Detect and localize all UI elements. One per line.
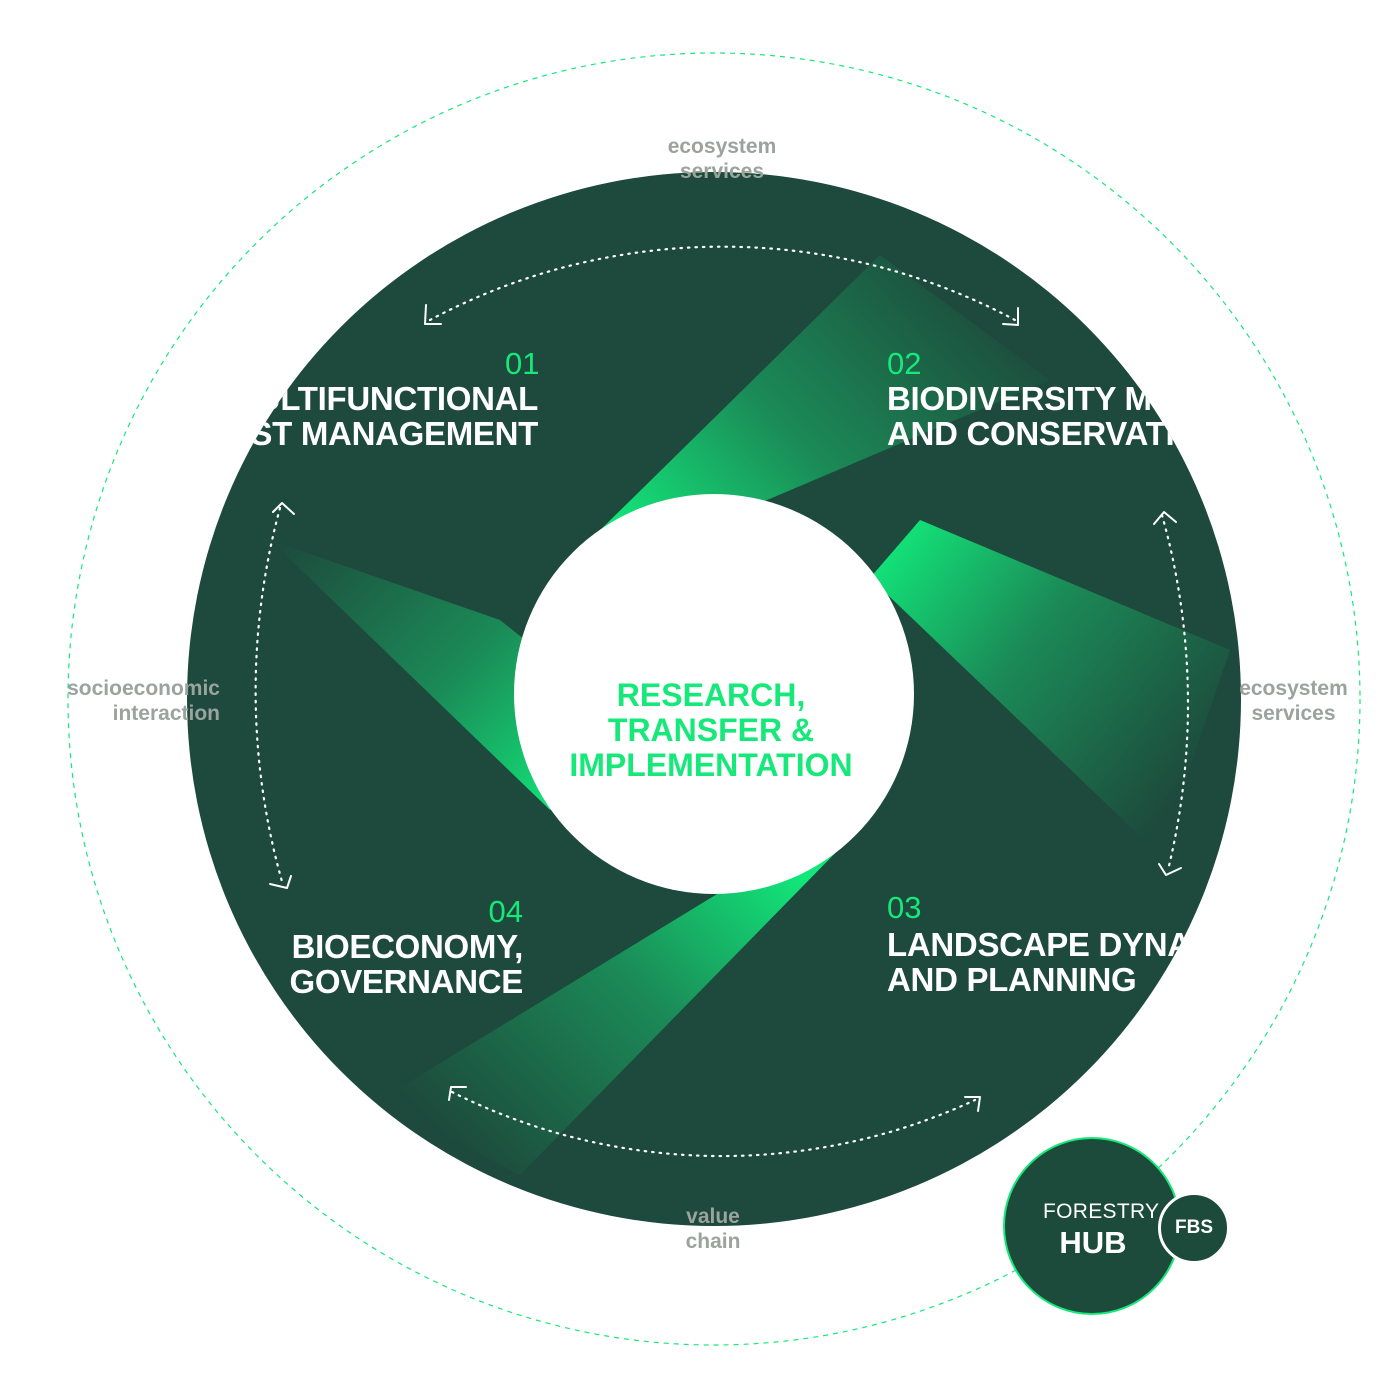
center-title-line1: RESEARCH, <box>616 677 806 713</box>
arrowhead-top-right <box>1002 307 1019 326</box>
outer-dashed-ring <box>67 52 1361 1346</box>
quadrant-04-line2: GOVERNANCE <box>289 963 523 1000</box>
pinwheel-blades <box>270 255 1230 1175</box>
quadrant-01-number: 01 <box>505 346 540 381</box>
quadrant-04-line1: BIOECONOMY, <box>291 928 524 965</box>
arrowhead-top-left <box>424 304 442 325</box>
arrowhead-bottom-left <box>448 1086 467 1101</box>
quadrant-04-number: 04 <box>488 894 523 929</box>
flow-label-top: ecosystem services <box>667 135 777 183</box>
blade-se <box>870 520 1230 855</box>
flow-label-right: ecosystem services <box>1239 677 1348 725</box>
arrow-right <box>1160 513 1190 872</box>
flow-label-left: socioeconomic interaction <box>67 677 220 725</box>
hub-big-label: HUB <box>1059 1225 1127 1260</box>
quadrant-03-title: LANDSCAPE DYNAMICS AND PLANNING <box>887 927 1241 997</box>
arrowhead-left-top <box>272 502 295 515</box>
arrowhead-bottom-right <box>964 1096 981 1112</box>
blade-sw <box>380 838 850 1175</box>
quadrant-03-number: 03 <box>887 890 922 925</box>
arrow-bottom <box>450 1090 977 1158</box>
arrow-left <box>254 506 285 887</box>
fbs-badge: FBS <box>1158 1192 1230 1264</box>
arrowhead-right-bottom <box>1158 863 1182 876</box>
quadrant-01-line1: MULTIFUNCTIONAL <box>229 380 539 417</box>
quadrant-02-line1: BIODIVERSITY MONITORING <box>887 380 1241 417</box>
center-title-line3: IMPLEMENTATION <box>569 747 853 783</box>
arrowhead-left-bottom <box>269 875 292 889</box>
quadrant-02-line2: AND CONSERVATION <box>887 415 1224 452</box>
flow-label-bottom: value chain <box>685 1205 741 1253</box>
hub-small-label: FORESTRY <box>1043 1200 1160 1223</box>
quadrant-02-number: 02 <box>887 346 922 381</box>
blade-ne <box>585 255 1050 545</box>
cycle-arrows <box>254 245 1190 1158</box>
quadrant-02-title: BIODIVERSITY MONITORING AND CONSERVATION <box>887 381 1241 451</box>
fbs-badge-label: FBS <box>1175 1217 1213 1238</box>
center-title: RESEARCH, TRANSFER & IMPLEMENTATION <box>515 678 907 783</box>
quadrant-03-line2: AND PLANNING <box>887 961 1137 998</box>
quadrant-01-line2: FOREST MANAGEMENT <box>187 415 538 452</box>
quadrant-03-line1: LANDSCAPE DYNAMICS <box>887 926 1241 963</box>
arrowhead-right-top <box>1153 511 1177 525</box>
quadrant-04-title: BIOECONOMY, GOVERNANCE <box>289 929 523 999</box>
quadrant-01-title: MULTIFUNCTIONAL FOREST MANAGEMENT <box>187 381 538 451</box>
center-circle <box>514 494 914 894</box>
disc-text-area: 01 MULTIFUNCTIONAL FOREST MANAGEMENT 02 … <box>187 172 1241 1226</box>
center-title-line2: TRANSFER & <box>607 712 815 748</box>
arrow-heads <box>269 304 1182 1112</box>
